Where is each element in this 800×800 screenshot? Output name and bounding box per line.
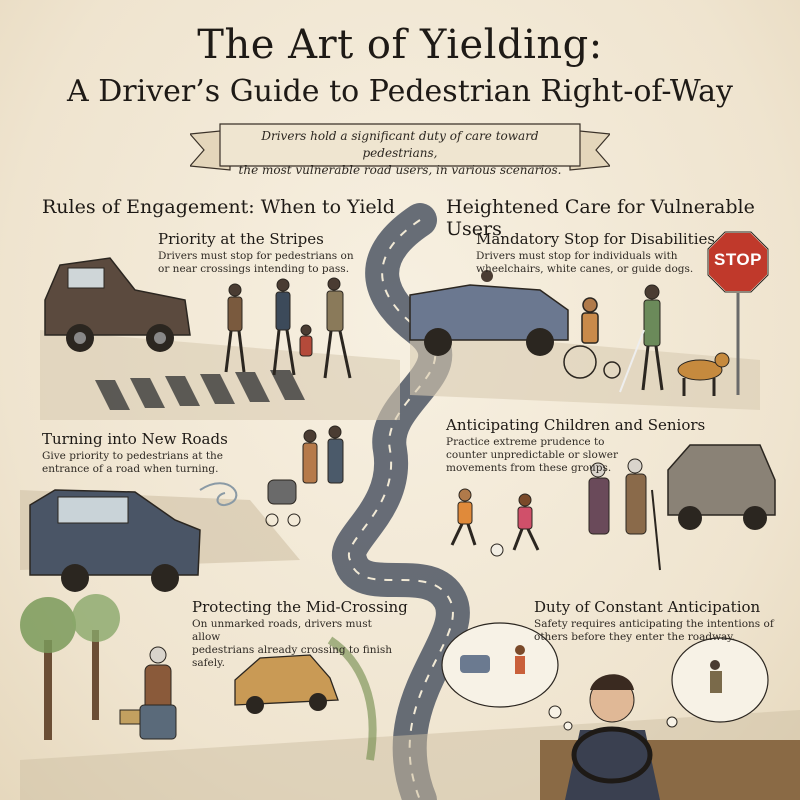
tree-icon [20,594,120,740]
card-body-anticipation: Safety requires anticipating the intenti… [534,618,784,644]
card-title-anticipation: Duty of Constant Anticipation [534,598,760,616]
card-body-priority-stripes: Drivers must stop for pedestrians on or … [158,250,378,276]
card-line: Safety requires anticipating the intenti… [534,618,784,631]
card-line: On unmarked roads, drivers must allow [192,618,402,644]
banner-line-1: Drivers hold a significant duty of care … [230,128,570,162]
card-line: or near crossings intending to pass. [158,263,378,276]
children-icon [452,489,538,556]
card-line: entrance of a road when turning. [42,463,252,476]
card-body-turning-roads: Give priority to pedestrians at the entr… [42,450,252,476]
page-title: The Art of Yielding: [0,22,800,68]
intro-banner: Drivers hold a significant duty of care … [190,120,610,176]
card-title-priority-stripes: Priority at the Stripes [158,230,324,248]
family-stroller-icon [266,426,343,526]
card-line: Give priority to pedestrians at the [42,450,252,463]
card-line: Drivers must stop for individuals with [476,250,706,263]
card-title-children-seniors: Anticipating Children and Seniors [446,416,705,434]
banner-text: Drivers hold a significant duty of care … [230,128,570,179]
card-title-disabilities: Mandatory Stop for Disabilities [476,230,715,248]
card-body-mid-crossing: On unmarked roads, drivers must allow pe… [192,618,402,670]
card-line: movements from these groups. [446,462,646,475]
card-line: Practice extreme prudence to [446,436,646,449]
page-subtitle: A Driver’s Guide to Pedestrian Right-of-… [0,74,800,109]
card-body-children-seniors: Practice extreme prudence to counter unp… [446,436,646,475]
banner-line-2: the most vulnerable road users, in vario… [230,162,570,179]
card-line: wheelchairs, white canes, or guide dogs. [476,263,706,276]
card-title-turning-roads: Turning into New Roads [42,430,228,448]
left-section-heading: Rules of Engagement: When to Yield [42,196,395,218]
stop-sign-icon: STOP [706,230,770,294]
stop-sign-label: STOP [706,250,770,270]
card-line: pedestrians already crossing to finish [192,644,402,657]
card-line: safely. [192,657,402,670]
card-line: others before they enter the roadway. [534,631,784,644]
senior-pedestrian-icon [120,647,176,739]
card-body-disabilities: Drivers must stop for individuals with w… [476,250,706,276]
card-line: Drivers must stop for pedestrians on [158,250,378,263]
card-line: counter unpredictable or slower [446,449,646,462]
vintage-car-right-icon [668,445,775,530]
card-title-mid-crossing: Protecting the Mid-Crossing [192,598,408,616]
senior-couple-icon [589,459,660,570]
